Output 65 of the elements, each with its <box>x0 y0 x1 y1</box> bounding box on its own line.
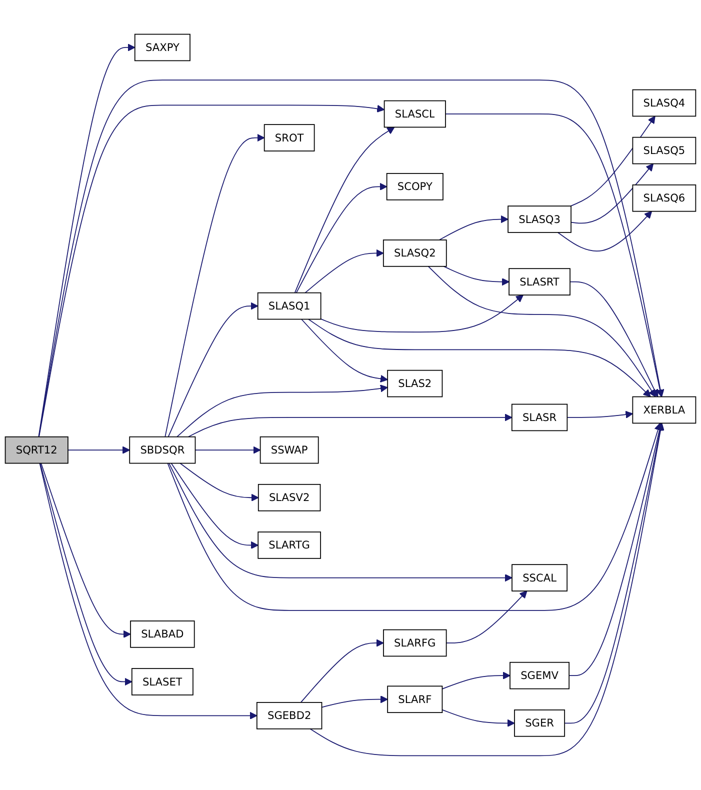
node-box: SLARTG <box>258 532 321 559</box>
arrow <box>38 44 136 438</box>
node-box: SGEBD2 <box>256 702 322 730</box>
arrow <box>566 410 634 418</box>
arrow <box>180 462 259 502</box>
node-box: SLASR <box>511 404 568 432</box>
arrow <box>557 210 652 252</box>
node-box: SAXPY <box>134 34 190 62</box>
arrow <box>38 104 385 438</box>
arrow <box>188 414 512 438</box>
arrow <box>308 318 651 398</box>
arrow <box>443 266 510 286</box>
arrow <box>428 266 656 398</box>
node-box: SLASQ2 <box>382 240 447 267</box>
arrow <box>40 462 131 638</box>
node-box: SLAS2 <box>387 370 443 398</box>
node-box: SLASRT <box>508 268 570 296</box>
arrow <box>68 446 130 454</box>
node-box: SGEMV <box>510 662 570 690</box>
arrow <box>446 590 528 644</box>
node-box: SLABAD <box>130 620 195 648</box>
arrow <box>564 422 664 724</box>
node-box: SLARF <box>387 686 443 714</box>
node-box: SLASQ6 <box>632 184 696 212</box>
arrow <box>304 249 384 294</box>
arrow <box>570 281 658 398</box>
arrow <box>296 182 388 294</box>
node-box: SROT <box>264 124 315 152</box>
arrow <box>321 695 388 708</box>
node-box: SSCAL <box>512 564 568 592</box>
node-box: SLASQ4 <box>632 89 696 117</box>
arrow <box>301 318 388 383</box>
arrow <box>176 384 388 438</box>
arrow <box>164 134 265 438</box>
arrow <box>442 709 515 728</box>
node-box: SQRT12 <box>4 436 68 464</box>
arrow <box>570 116 656 206</box>
node-box: SLARFG <box>383 629 447 657</box>
arrow <box>445 114 664 398</box>
arrow <box>168 462 512 582</box>
arrow <box>40 462 132 686</box>
arrow <box>39 462 258 720</box>
arrow <box>194 446 261 454</box>
arrow <box>170 462 258 550</box>
node-box: SBDSQR <box>129 436 196 464</box>
arrow <box>38 80 664 438</box>
arrow <box>438 215 508 240</box>
arrow <box>300 639 384 703</box>
node-box: SLASV2 <box>258 484 321 512</box>
node-box: SLASET <box>131 668 194 696</box>
node-box: SLASQ1 <box>257 292 322 320</box>
node-box: SSWAP <box>260 436 319 464</box>
arrow <box>167 422 662 611</box>
node-box: SLASQ5 <box>632 136 696 164</box>
node-box: SCOPY <box>386 173 444 200</box>
node-box: XERBLA <box>632 396 696 424</box>
arrow <box>294 126 395 294</box>
node-box: SLASQ3 <box>508 206 572 233</box>
node-box: SGER <box>514 709 566 737</box>
arrow <box>310 422 664 756</box>
arrow <box>570 163 654 224</box>
arrow <box>168 302 258 438</box>
arrow <box>320 294 524 332</box>
node-box: SLASCL <box>384 100 446 128</box>
arrow <box>442 672 510 690</box>
